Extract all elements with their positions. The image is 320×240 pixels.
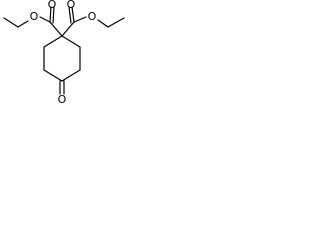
cyclohexanone-ring [43, 35, 81, 82]
bond-right-carbonylc-o-double-1 [71, 6, 75, 23]
atom-o-right-carbonyl: O [67, 0, 76, 11]
structure-canvas: O O O O O [0, 0, 130, 107]
bond-right-carbonylc-o [73, 16, 87, 23]
bond-ring-c3-c4 [43, 69, 63, 82]
bond-ring-quat-c2 [43, 35, 63, 48]
bond-right-carbonylc-o-double-2 [68, 6, 72, 24]
atom-o-right-ether: O [88, 10, 97, 23]
molecule-diagram: O O O O O [3, 0, 125, 106]
bond-left-ch2-o [17, 20, 29, 28]
atom-o-left-ether: O [30, 10, 39, 23]
bond-right-quat-carbonylc [61, 21, 75, 37]
bond-right-ch2-ch3 [107, 17, 125, 28]
bond-ring-c4-c5 [61, 69, 81, 82]
bond-left-carbonylc-o-double-2 [52, 6, 55, 24]
bond-left-o-carbonylc [39, 16, 51, 23]
bond-ring-c6-quat [61, 35, 81, 48]
atom-o-ketone: O [58, 93, 67, 106]
ketone-group [59, 80, 65, 95]
bond-left-carbonylc-o-double-1 [49, 6, 52, 23]
right-ethyl-group [97, 17, 125, 28]
bond-left-carbonylc-quat [49, 21, 63, 37]
right-ester-group [61, 6, 87, 37]
left-ester-group [39, 6, 63, 37]
left-ethyl-group [3, 17, 29, 28]
bond-left-ch3-ch2 [3, 17, 19, 28]
atom-o-left-carbonyl: O [48, 0, 57, 11]
bond-right-o-ch2 [97, 19, 109, 28]
